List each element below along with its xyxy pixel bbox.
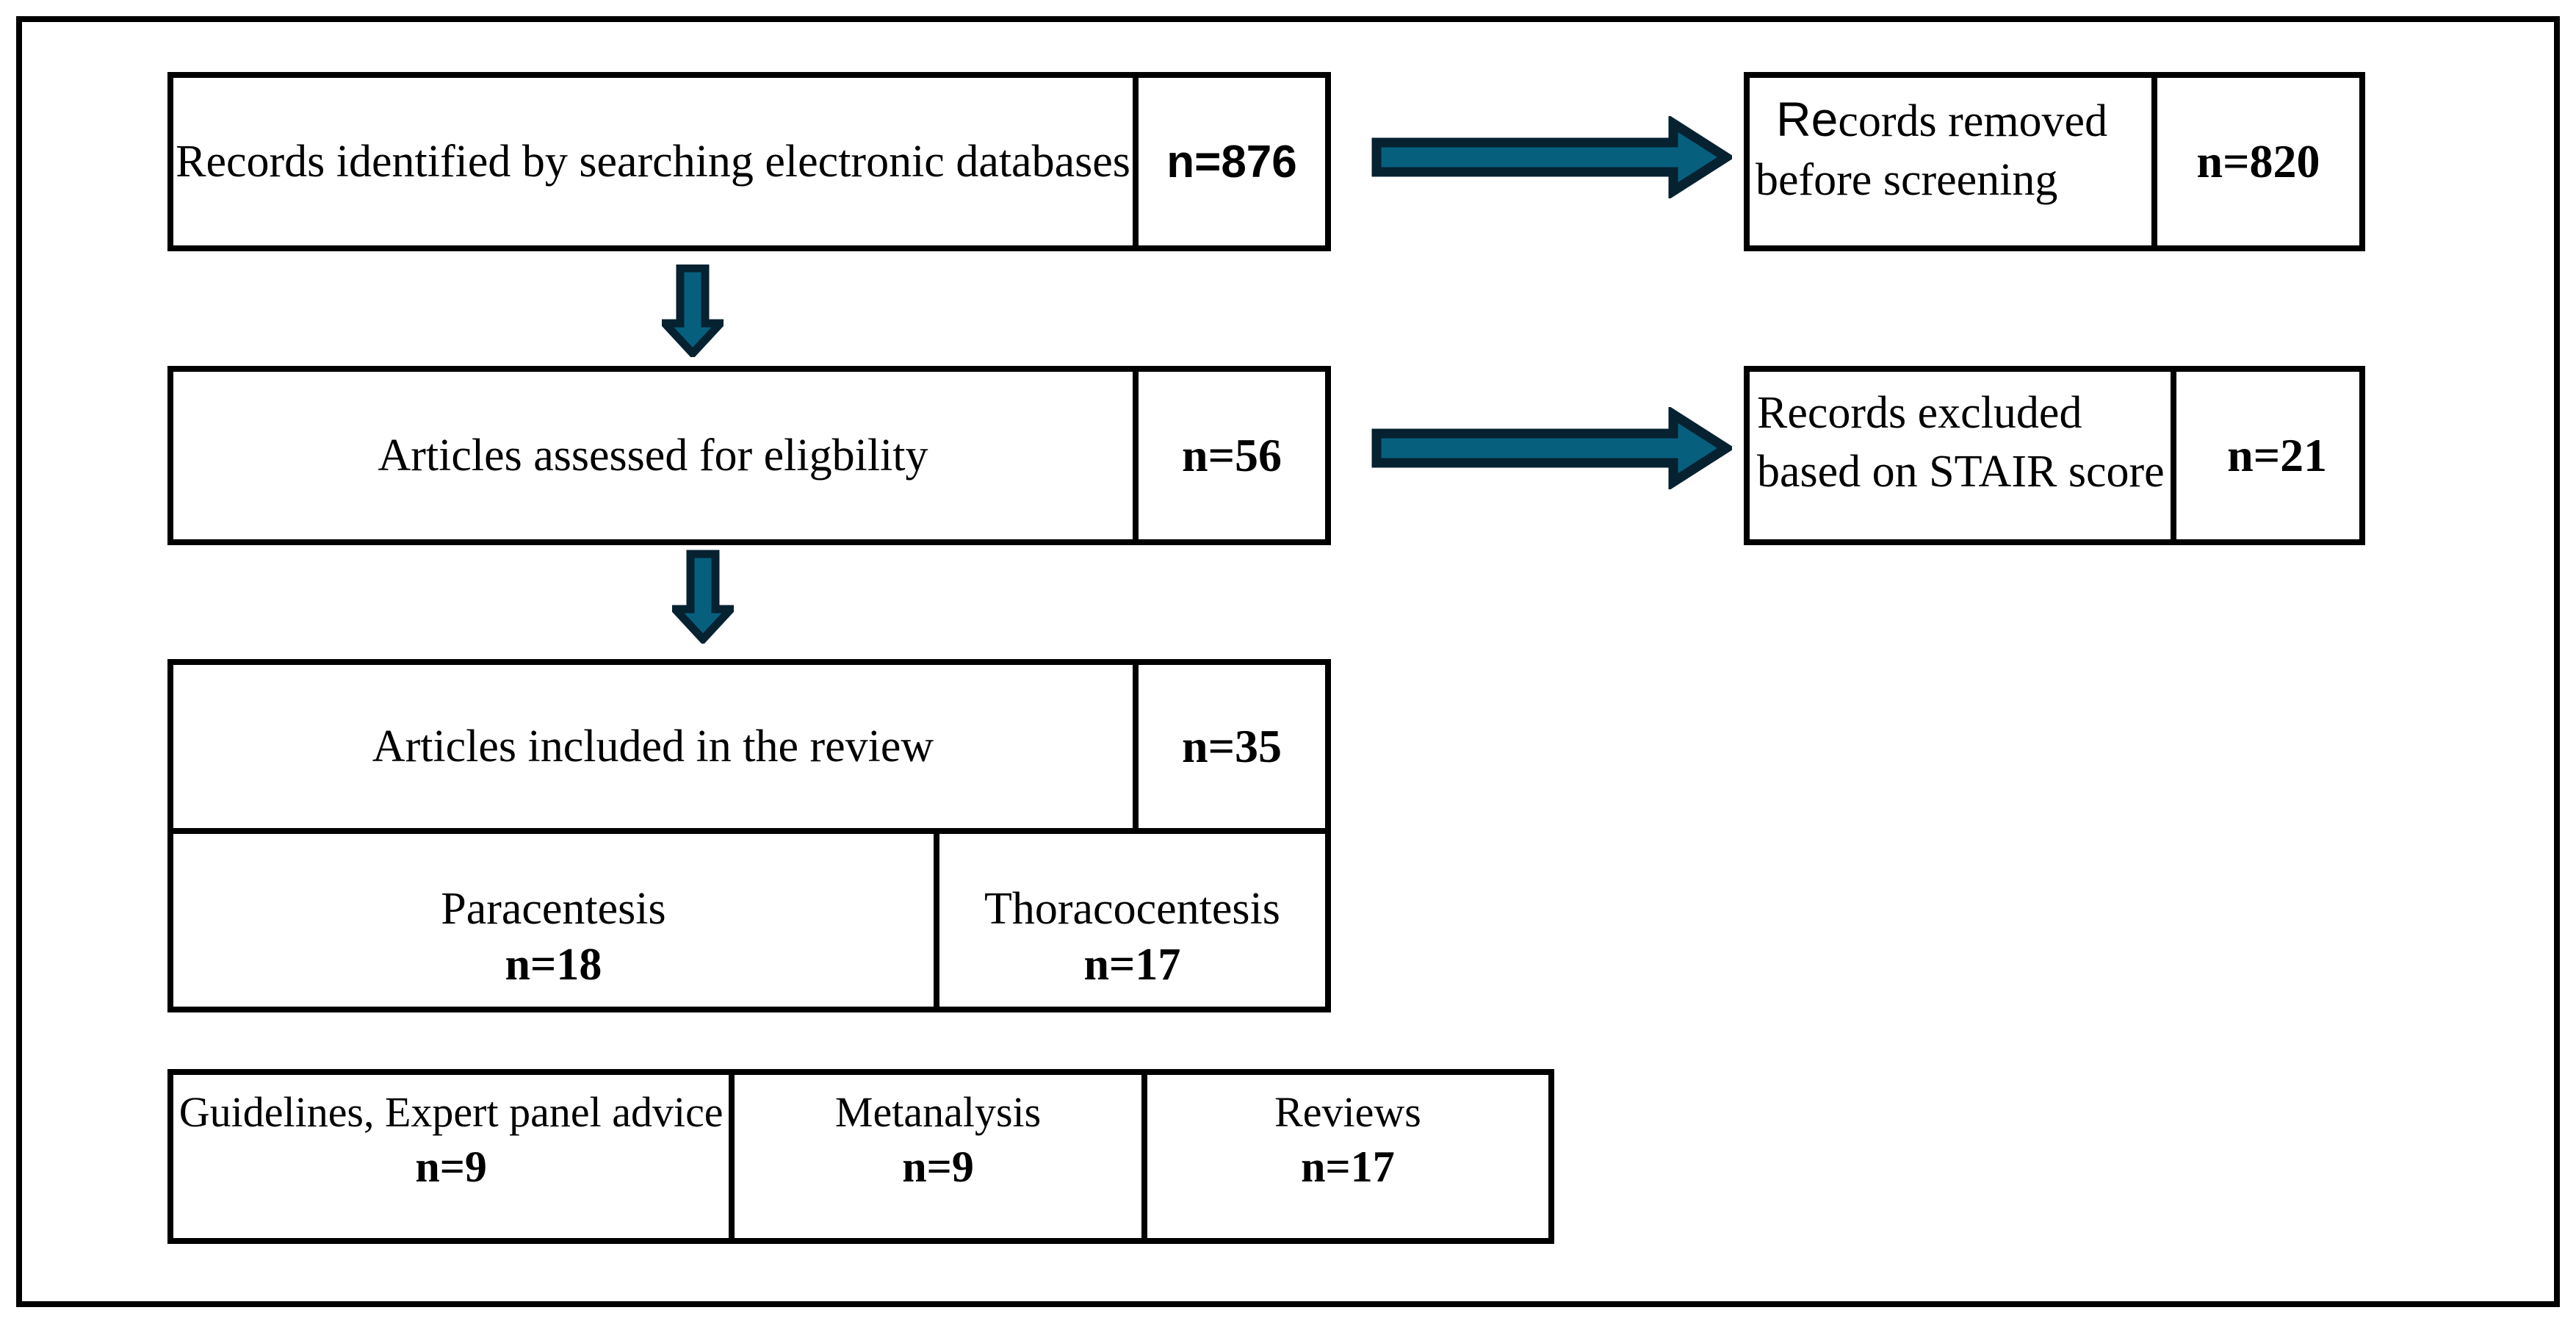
metanalysis-count: n=9 <box>902 1143 974 1191</box>
removed-line1: Records removed <box>1776 92 2108 146</box>
arrow-down-icon <box>662 265 724 357</box>
included-label: Articles included in the review <box>372 722 934 771</box>
assessed-count: n=56 <box>1133 372 1325 539</box>
arrow-right-icon <box>1371 116 1732 198</box>
flow-step-assessed: Articles assessed for eligbility n=56 <box>167 366 1331 545</box>
category-cell-metanalysis: Metanalysis n=9 <box>729 1075 1141 1238</box>
guidelines-label: Guidelines, Expert panel advice <box>178 1088 724 1136</box>
excluded-line2: based on STAIR score <box>1757 447 2165 497</box>
identified-count: n=876 <box>1133 78 1325 245</box>
removed-label: Records removed before screening <box>1750 78 2151 245</box>
guidelines-count: n=9 <box>415 1143 487 1191</box>
thoracocentesis-count: n=17 <box>1083 939 1181 990</box>
identified-label: Records identified by searching electron… <box>176 137 1130 187</box>
reviews-label: Reviews <box>1274 1088 1421 1136</box>
included-count: n=35 <box>1133 665 1325 828</box>
flow-step-categories: Guidelines, Expert panel advice n=9 Meta… <box>167 1069 1554 1244</box>
flow-step-excluded: Records excluded based on STAIR score n=… <box>1744 366 2365 545</box>
excluded-count: n=21 <box>2170 372 2378 539</box>
category-cell-reviews: Reviews n=17 <box>1141 1075 1548 1238</box>
excluded-line1: Records excluded <box>1757 388 2082 438</box>
removed-line2: before screening <box>1756 155 2058 205</box>
thoracocentesis-label: Thoracocentesis <box>984 883 1280 934</box>
metanalysis-label: Metanalysis <box>834 1088 1042 1136</box>
flow-step-removed: Records removed before screening n=820 <box>1744 72 2365 251</box>
flow-step-identified: Records identified by searching electron… <box>167 72 1331 251</box>
flow-step-included: Articles included in the review n=35 <box>167 659 1331 834</box>
flow-step-split: Paracentesis n=18 Thoracocentesis n=17 <box>167 828 1331 1012</box>
removed-count: n=820 <box>2151 78 2359 245</box>
assessed-label: Articles assessed for eligbility <box>378 431 928 481</box>
category-cell-guidelines: Guidelines, Expert panel advice n=9 <box>173 1075 729 1238</box>
excluded-label: Records excluded based on STAIR score <box>1750 372 2171 539</box>
paracentesis-count: n=18 <box>505 939 602 990</box>
split-cell-paracentesis: Paracentesis n=18 <box>173 834 934 1007</box>
arrow-right-icon <box>1371 407 1732 489</box>
reviews-count: n=17 <box>1301 1143 1395 1191</box>
paracentesis-label: Paracentesis <box>441 883 666 934</box>
split-cell-thoracocentesis: Thoracocentesis n=17 <box>933 834 1325 1007</box>
arrow-down-icon <box>672 550 734 644</box>
